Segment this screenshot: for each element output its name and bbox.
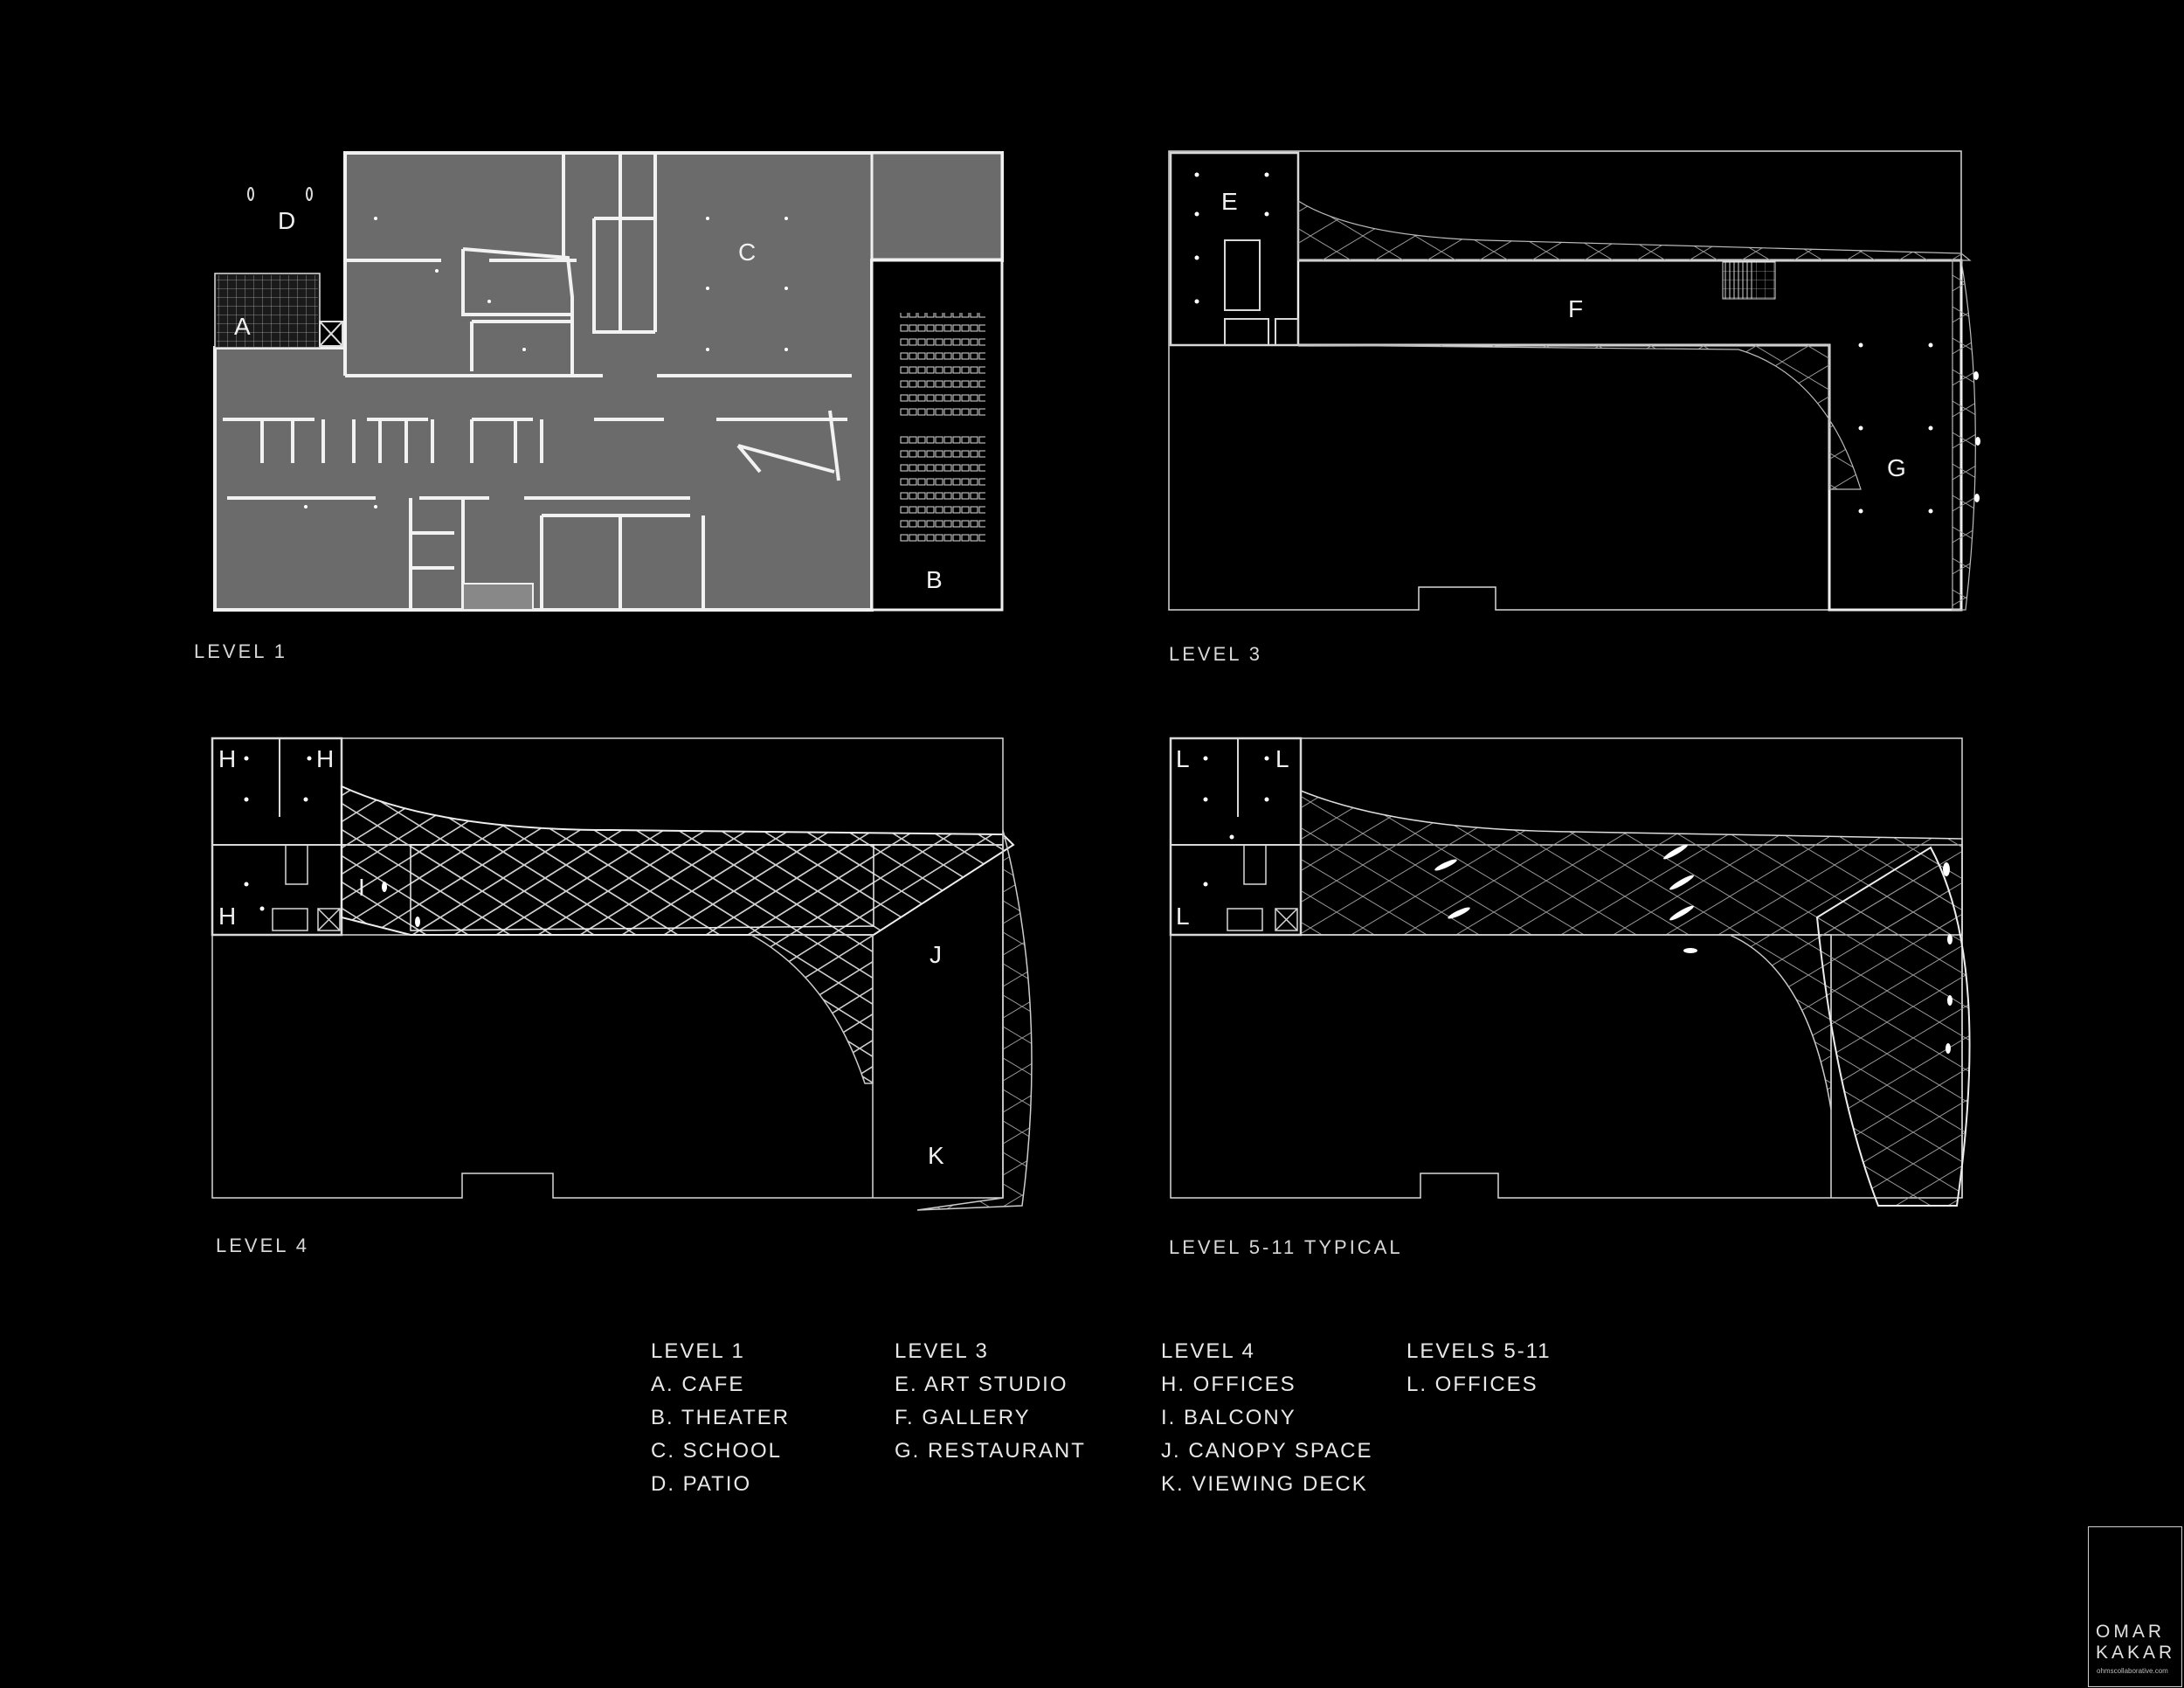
level-1-plan: D A C B bbox=[213, 151, 1004, 612]
legend-item: B. THEATER bbox=[651, 1406, 791, 1429]
legend-item: A. CAFE bbox=[651, 1373, 745, 1396]
room-letter-l2: L bbox=[1275, 745, 1289, 772]
room-letter-d: D bbox=[278, 207, 295, 234]
legend-item: K. VIEWING DECK bbox=[1161, 1472, 1368, 1496]
logo-website: ohmscollaborative.com bbox=[2097, 1667, 2168, 1675]
room-letter-h3: H bbox=[218, 903, 236, 930]
level-4-caption: LEVEL 4 bbox=[216, 1235, 310, 1256]
room-letter-i: I bbox=[358, 874, 365, 901]
legend-level-4: LEVEL 4 H. OFFICES I. BALCONY J. CANOPY … bbox=[1161, 1335, 1373, 1501]
legend-item: L. OFFICES bbox=[1406, 1373, 1538, 1396]
room-letter-l3: L bbox=[1176, 903, 1190, 930]
level-5-11-plan: L L L bbox=[1169, 737, 1971, 1207]
level-4-plan: H H H I J K bbox=[211, 737, 1033, 1211]
logo-line-1: OMAR bbox=[2096, 1622, 2165, 1642]
room-letter-f: F bbox=[1568, 295, 1583, 322]
legend-level-3: LEVEL 3 E. ART STUDIO F. GALLERY G. REST… bbox=[895, 1335, 1086, 1468]
legend-item: E. ART STUDIO bbox=[895, 1373, 1068, 1396]
room-letter-b: B bbox=[926, 566, 943, 593]
room-letter-j: J bbox=[930, 941, 942, 968]
legend-item: H. OFFICES bbox=[1161, 1373, 1296, 1396]
legend-heading: LEVEL 3 bbox=[895, 1339, 989, 1363]
legend-heading: LEVELS 5-11 bbox=[1406, 1339, 1552, 1363]
room-letter-h2: H bbox=[316, 745, 334, 772]
level-1-caption: LEVEL 1 bbox=[194, 640, 288, 662]
room-letter-l1: L bbox=[1176, 745, 1190, 772]
room-letter-h1: H bbox=[218, 745, 236, 772]
room-letter-a: A bbox=[234, 313, 251, 340]
legend-item: D. PATIO bbox=[651, 1472, 752, 1496]
legend-heading: LEVEL 4 bbox=[1161, 1339, 1255, 1363]
legend-item: G. RESTAURANT bbox=[895, 1439, 1086, 1463]
room-letter-k: K bbox=[928, 1142, 944, 1169]
legend-level-1: LEVEL 1 A. CAFE B. THEATER C. SCHOOL D. … bbox=[651, 1335, 790, 1501]
level-5-11-caption: LEVEL 5-11 TYPICAL bbox=[1169, 1236, 1403, 1258]
legend-item: C. SCHOOL bbox=[651, 1439, 783, 1463]
legend-item: I. BALCONY bbox=[1161, 1406, 1296, 1429]
room-letter-c: C bbox=[738, 239, 756, 266]
level-3-caption: LEVEL 3 bbox=[1169, 643, 1263, 665]
legend-levels-5-11: LEVELS 5-11 L. OFFICES bbox=[1406, 1335, 1552, 1401]
legend-item: J. CANOPY SPACE bbox=[1161, 1439, 1373, 1463]
room-letter-g: G bbox=[1887, 454, 1906, 481]
author-logo: OMAR KAKAR ohmscollaborative.com bbox=[2088, 1526, 2182, 1687]
level-3-plan: E F G bbox=[1168, 150, 1980, 612]
room-letter-e: E bbox=[1221, 188, 1238, 215]
legend-heading: LEVEL 1 bbox=[651, 1339, 745, 1363]
legend-item: F. GALLERY bbox=[895, 1406, 1031, 1429]
logo-line-2: KAKAR bbox=[2096, 1643, 2176, 1663]
